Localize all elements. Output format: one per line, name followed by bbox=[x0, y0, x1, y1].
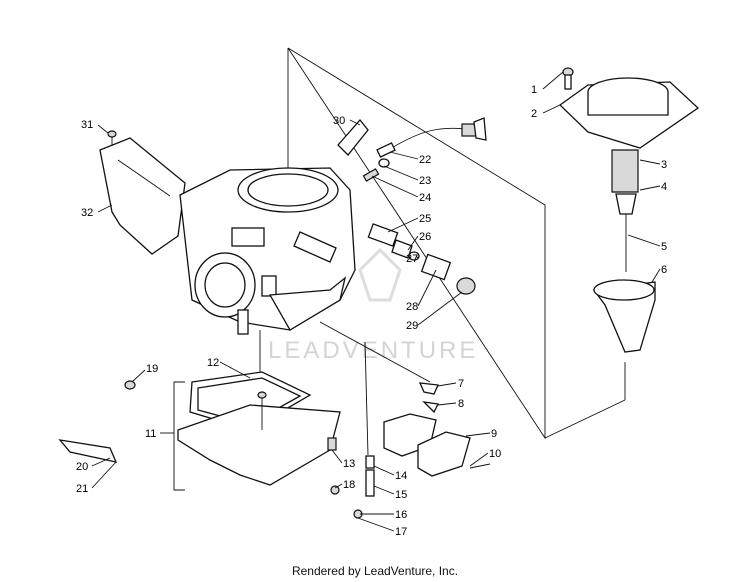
callout-20: 20 bbox=[76, 461, 88, 473]
callout-23: 23 bbox=[419, 175, 431, 187]
bracket-11 bbox=[173, 381, 185, 491]
callout-21: 21 bbox=[76, 483, 88, 495]
callout-26: 26 bbox=[419, 231, 431, 243]
callout-14: 14 bbox=[395, 470, 407, 482]
callout-10: 10 bbox=[489, 448, 501, 460]
callout-24: 24 bbox=[419, 192, 431, 204]
callout-17: 17 bbox=[395, 526, 407, 538]
callout-1: 1 bbox=[531, 84, 537, 96]
bottom-small-parts bbox=[58, 380, 491, 519]
callout-5: 5 bbox=[661, 241, 667, 253]
callout-4: 4 bbox=[661, 181, 667, 193]
callout-7: 7 bbox=[458, 378, 464, 390]
callout-29: 29 bbox=[406, 320, 418, 332]
choke-cable-assembly bbox=[337, 117, 487, 295]
watermark-logo-icon bbox=[358, 247, 402, 302]
float-bowl-assembly bbox=[177, 371, 341, 486]
callout-30: 30 bbox=[333, 115, 345, 127]
callout-6: 6 bbox=[661, 264, 667, 276]
callout-leaders bbox=[91, 71, 661, 532]
callout-15: 15 bbox=[395, 489, 407, 501]
part-31-screw bbox=[107, 130, 117, 146]
callout-31: 31 bbox=[81, 119, 93, 131]
callout-27: 27 bbox=[406, 253, 418, 265]
callout-22: 22 bbox=[419, 154, 431, 166]
callout-19: 19 bbox=[146, 363, 158, 375]
footer-credit: Rendered by LeadVenture, Inc. bbox=[291, 564, 459, 578]
callout-9: 9 bbox=[491, 428, 497, 440]
callout-8: 8 bbox=[458, 398, 464, 410]
callout-2: 2 bbox=[531, 108, 537, 120]
part-32-cover bbox=[99, 137, 186, 255]
callout-28: 28 bbox=[406, 301, 418, 313]
callout-12: 12 bbox=[207, 357, 219, 369]
callout-32: 32 bbox=[81, 207, 93, 219]
callout-18: 18 bbox=[343, 479, 355, 491]
callout-labels: 1 2 3 4 5 6 7 8 9 10 11 12 13 14 15 16 1… bbox=[76, 84, 667, 538]
callout-3: 3 bbox=[661, 159, 667, 171]
callout-16: 16 bbox=[395, 509, 407, 521]
carburetor-body bbox=[179, 167, 356, 335]
slide-assembly bbox=[558, 67, 700, 353]
callout-13: 13 bbox=[343, 458, 355, 470]
callout-11: 11 bbox=[145, 428, 156, 440]
callout-25: 25 bbox=[419, 213, 431, 225]
